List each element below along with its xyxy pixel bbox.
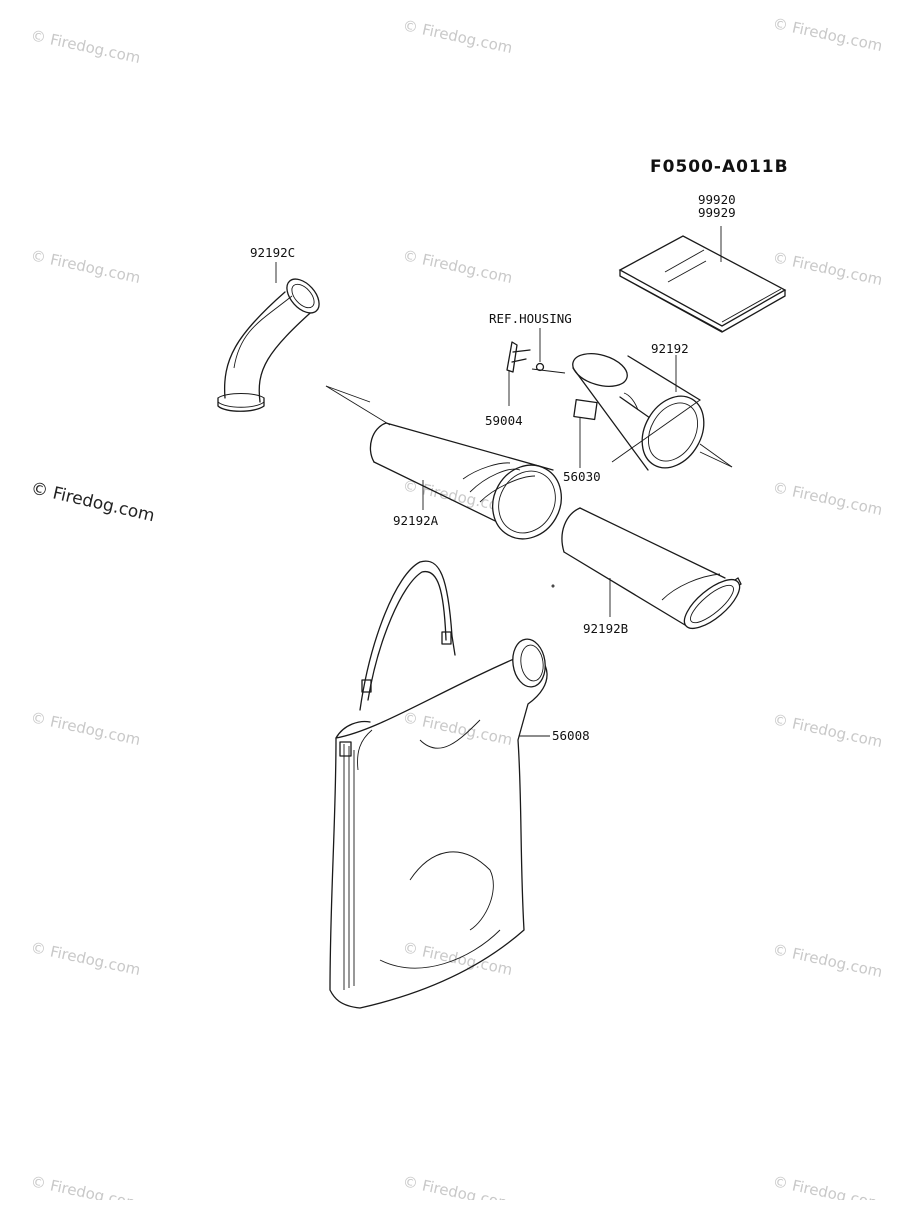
part-label-59004: 59004 — [485, 413, 523, 428]
watermark: © Firedog.com — [29, 1172, 142, 1200]
watermark-dark: © Firedog.com — [29, 478, 157, 526]
watermark: © Firedog.com — [771, 14, 884, 55]
watermark: © Firedog.com — [771, 478, 884, 519]
part-label-99920: 99920 — [698, 192, 736, 207]
collection-bag — [329, 560, 550, 1009]
watermark: © Firedog.com — [29, 26, 142, 67]
part-label-92192A: 92192A — [393, 513, 439, 528]
watermark: © Firedog.com — [771, 1172, 884, 1200]
part-label-92192C: 92192C — [250, 245, 295, 260]
part-label-56008: 56008 — [552, 728, 590, 743]
part-label-56030: 56030 — [563, 469, 601, 484]
part-label-92192B: 92192B — [583, 621, 628, 636]
watermark: © Firedog.com — [401, 1172, 514, 1200]
watermark: © Firedog.com — [29, 938, 142, 979]
part-label-92192: 92192 — [651, 341, 689, 356]
watermark: © Firedog.com — [771, 940, 884, 981]
watermark: © Firedog.com — [29, 246, 142, 287]
watermark: © Firedog.com — [771, 710, 884, 751]
watermark: © Firedog.com — [401, 246, 514, 287]
diagram-code: F0500-A011B — [650, 157, 789, 177]
manual-booklet — [618, 226, 787, 333]
watermark: © Firedog.com — [401, 16, 514, 57]
watermark: © Firedog.com — [401, 708, 514, 749]
clip — [506, 341, 531, 406]
ref-housing-label: REF.HOUSING — [489, 311, 572, 326]
elbow-pipe — [217, 262, 320, 412]
watermark: © Firedog.com — [29, 708, 142, 749]
nut — [535, 362, 545, 372]
part-label-99929: 99929 — [698, 205, 736, 220]
pipe-main — [531, 352, 733, 471]
pipe-b — [551, 507, 742, 630]
pipe-a — [325, 385, 562, 540]
watermark: © Firedog.com — [771, 248, 884, 289]
